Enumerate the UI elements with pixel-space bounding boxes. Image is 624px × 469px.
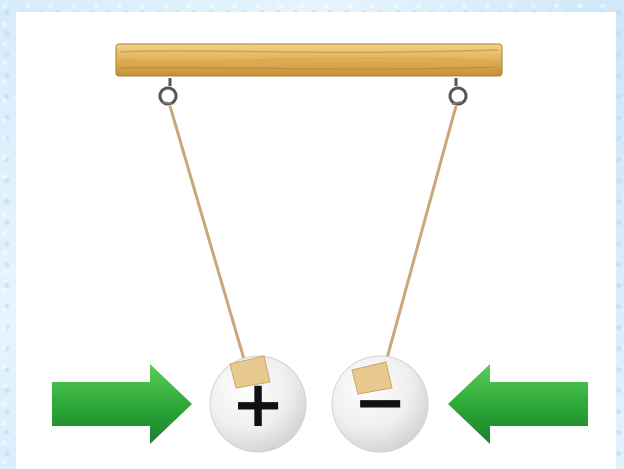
negative-ball: −	[332, 356, 428, 452]
hook-icon	[450, 78, 466, 104]
left-string	[170, 106, 246, 366]
negative-charge-label: −	[353, 366, 407, 440]
positive-charge-label: +	[231, 368, 285, 442]
hook-icon	[160, 78, 176, 104]
wooden-bar	[116, 44, 502, 76]
arrow-left-icon	[448, 364, 588, 444]
positive-ball: +	[210, 356, 306, 452]
arrow-right-icon	[52, 364, 192, 444]
right-string	[380, 106, 456, 384]
